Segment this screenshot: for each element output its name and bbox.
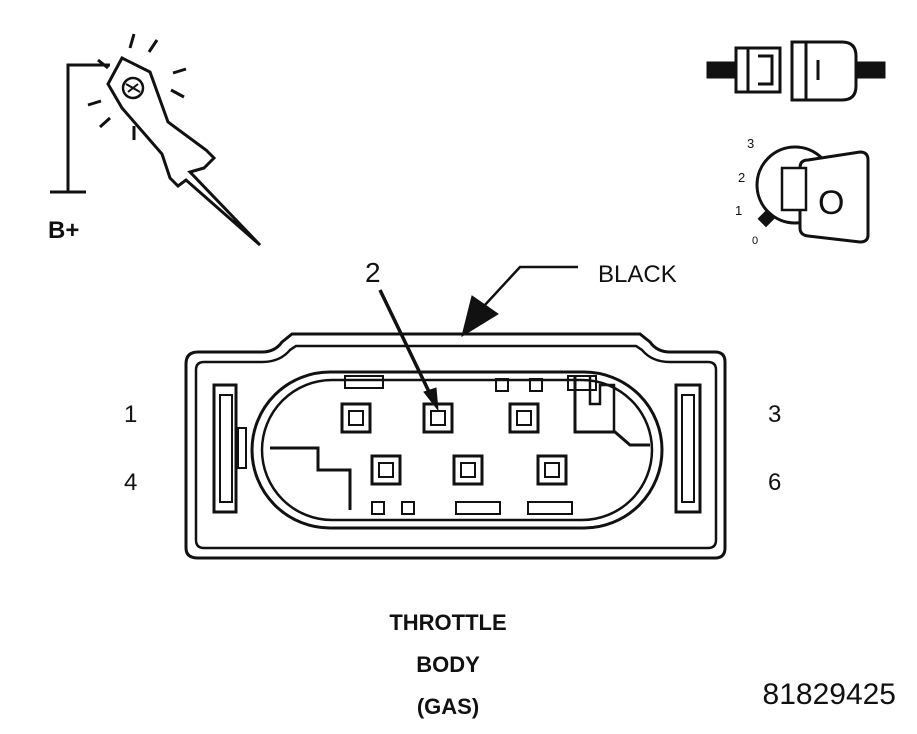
caption-line-3: (GAS): [417, 694, 479, 719]
pin-callout-leader: [378, 289, 439, 412]
cavity-6: [536, 454, 568, 486]
ignition-key-icon: [755, 145, 870, 244]
cavity-3: [508, 402, 540, 434]
cavity-5: [452, 454, 484, 486]
cavity-1: [340, 402, 372, 434]
caption-line-1: THROTTLE: [389, 610, 506, 635]
pin-label-1: 1: [124, 401, 137, 428]
ignition-position-0: 0: [752, 235, 758, 247]
pin-callout-number: 2: [365, 257, 381, 288]
cavity-2: [422, 402, 454, 434]
ignition-key-label: O: [818, 184, 844, 222]
ignition-position-3: 3: [747, 136, 754, 151]
wire-color-leader: [461, 265, 578, 338]
ignition-position-1: 1: [735, 203, 742, 218]
cavity-4: [370, 454, 402, 486]
pin-label-4: 4: [124, 469, 137, 496]
wire-color-label: BLACK: [598, 261, 677, 288]
pin-label-3: 3: [768, 401, 781, 428]
terminal-cavities: [340, 402, 568, 486]
caption-line-2: BODY: [416, 652, 480, 677]
disconnected-connector-icon: [706, 40, 886, 102]
ignition-position-2: 2: [738, 170, 745, 185]
test-probe-icon: [50, 33, 262, 247]
pin-label-6: 6: [768, 469, 781, 496]
supply-label: B+: [48, 217, 79, 244]
connector-face: [184, 332, 727, 560]
figure-id: 81829425: [763, 678, 896, 711]
